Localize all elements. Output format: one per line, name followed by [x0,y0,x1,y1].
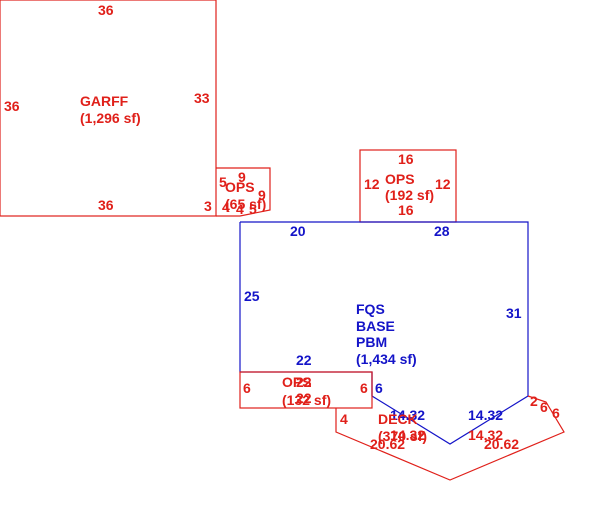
ops-small-dim-e: 4 [236,201,244,217]
ops-bottom-dim-bottom: 22 [296,390,312,406]
ops-small-area-text: (65 sf) [225,196,266,212]
deck-dim-left: 4 [340,411,348,427]
garff-dim-right: 33 [194,90,210,106]
ops-top-dim-right: 12 [435,176,451,192]
ops-small-dim-a: 5 [219,174,227,190]
garff-area: 36 36 33 36 3 GARFF (1,296 sf) [0,0,217,217]
ops-bottom-dim-left: 6 [243,380,251,396]
garff-area-text: (1,296 sf) [80,110,141,126]
ops-bottom-area: 6 6 22 22 OPS (132 sf) [239,371,373,409]
ops-top-area: 16 12 12 16 OPS (192 sf) [359,149,457,223]
deck-area: 4 2 6 6 14.32 14.32 20.62 20.62 DECK (37… [335,393,565,481]
ops-bottom-area-text: (132 sf) [282,392,331,408]
ops-small-dim-f: 5 [249,201,257,217]
garff-outline [0,0,217,217]
ops-small-outline [216,167,271,217]
ops-top-dim-top: 16 [398,151,414,167]
base-dim-left: 25 [244,288,260,304]
deck-dim-right-c: 6 [552,405,560,421]
deck-dim-right-b: 6 [540,399,548,415]
base-dim-diag-left: 14.32 [390,407,425,423]
base-line3: PBM [356,334,387,350]
deck-dim-right-a: 2 [530,393,538,409]
ops-top-dim-bottom: 16 [398,202,414,218]
ops-top-dim-left: 12 [364,176,380,192]
base-dim-diag-right: 14.32 [468,407,503,423]
base-line1: FQS [356,301,385,317]
deck-area-text: (370 sf) [378,428,427,444]
deck-outline [335,395,565,481]
base-area-text: (1,434 sf) [356,351,417,367]
ops-small-dim-b: 9 [238,169,246,185]
ops-bottom-dim-right: 6 [360,380,368,396]
ops-bottom-outline [239,371,373,409]
deck-dim-inner-right: 14.32 [468,427,503,443]
base-dim-step: 6 [375,380,383,396]
base-dim-right: 31 [506,305,522,321]
ops-bottom-name: OPS [282,374,312,390]
deck-dim-inner-left: 14.32 [390,427,425,443]
base-dim-top-left: 20 [290,223,306,239]
ops-bottom-dim-top: 22 [296,374,312,390]
base-line2: BASE [356,318,395,334]
ops-small-dim-c: 9 [258,187,266,203]
ops-small-name: OPS [225,179,255,195]
base-dim-top-right: 28 [434,223,450,239]
ops-top-name: OPS [385,171,415,187]
base-area: 20 28 25 31 22 6 14.32 14.32 FQS BASE PB… [239,221,529,445]
ops-small-dim-d: 4 [222,199,230,215]
garff-dim-left: 36 [4,98,20,114]
deck-dim-bottom-right: 20.62 [484,436,519,452]
ops-small-area: 5 9 9 4 4 5 OPS (65 sf) [216,167,271,217]
ops-top-area-text: (192 sf) [385,187,434,203]
deck-name: DECK [378,411,418,427]
deck-dim-bottom-left: 20.62 [370,436,405,452]
garff-dim-top: 36 [98,2,114,18]
garff-dim-bottom: 36 [98,197,114,213]
garff-name: GARFF [80,93,129,109]
base-dim-inner: 22 [296,352,312,368]
garff-dim-bottom-small: 3 [204,198,212,214]
